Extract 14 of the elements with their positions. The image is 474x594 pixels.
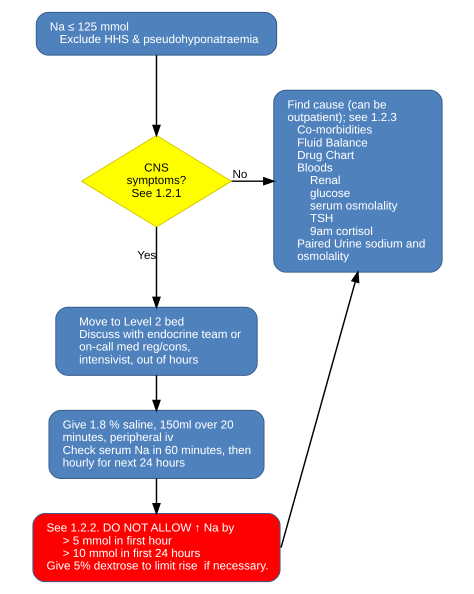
node-box: Move to Level 2 bed Discuss with endocrine team or on-call med reg/cons, intensivist, out of hours (54, 306, 258, 376)
arrow (152, 227, 160, 310)
arrow (152, 55, 160, 138)
edge-label: No (232, 168, 247, 181)
node-diamond: CNS symptoms? See 1.2.1 (80, 134, 232, 228)
node-box: Give 1.8 % saline, 150ml over 20 minutes, peripheral iv Check serum Na in 60 minutes, then hourly for next 24 hours (48, 410, 264, 479)
arrow (280, 270, 359, 548)
node-box: Find cause (can be outpatient); see 1.2.3 Co-morbidities Fluid Balance Drug Chart Bloods Renal glucose serum osmolality TSH 9am cortisol Paired Urine sodium and osmolality (272, 90, 442, 273)
edge-label: Yes (136, 248, 156, 262)
node-box: Na ≤ 125 mmol Exclude HHS & pseudohyponatraemia (35, 12, 277, 56)
arrow (152, 478, 160, 516)
node-box: See 1.2.2. DO NOT ALLOW ↑ Na by > 5 mmol in first hour > 10 mmol in first 24 hours Give 5% dextrose to limit rise if necessary. (32, 513, 280, 582)
arrow (231, 176, 276, 186)
arrow (152, 375, 160, 412)
